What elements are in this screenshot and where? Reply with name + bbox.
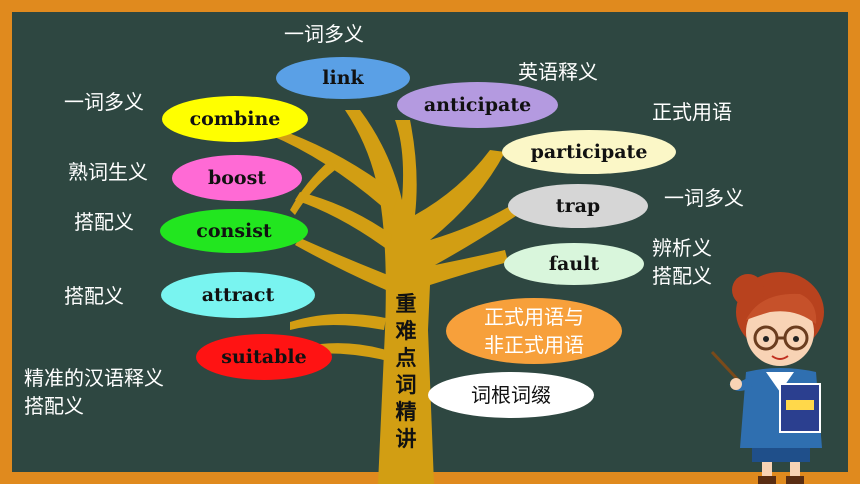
title-char: 讲 (395, 427, 417, 451)
word-consist[interactable]: consist (160, 209, 308, 253)
pointer-stick-icon (710, 350, 742, 384)
note-combine: 一词多义 (64, 90, 144, 114)
title-char: 词 (395, 373, 417, 397)
word-fault[interactable]: fault (504, 243, 644, 285)
oval-roots-affixes[interactable]: 词根词缀 (428, 372, 594, 418)
word-boost[interactable]: boost (172, 155, 302, 201)
oval-formal-informal[interactable]: 正式用语与 非正式用语 (446, 298, 622, 364)
title-char: 难 (395, 319, 417, 343)
word-trap[interactable]: trap (508, 184, 648, 228)
word-attract[interactable]: attract (161, 272, 315, 318)
word-participate[interactable]: participate (502, 130, 676, 174)
note-anticipate: 英语释义 (518, 60, 598, 84)
word-link[interactable]: link (276, 57, 410, 99)
word-suitable[interactable]: suitable (196, 334, 332, 380)
note-participate: 正式用语 (652, 100, 732, 124)
note-suitable: 精准的汉语释义 搭配义 (24, 366, 164, 418)
teacher-illustration (710, 272, 824, 484)
note-fault: 辨析义 搭配义 (652, 236, 712, 288)
word-combine[interactable]: combine (162, 96, 308, 142)
title-char: 点 (395, 346, 417, 370)
word-anticipate[interactable]: anticipate (397, 82, 558, 128)
note-consist: 搭配义 (74, 210, 134, 234)
note-boost: 熟词生义 (68, 160, 148, 184)
title-char: 精 (395, 400, 417, 424)
vertical-title: 重 难 点 词 精 讲 (391, 291, 421, 453)
note-link: 一词多义 (284, 22, 364, 46)
title-char: 重 (395, 292, 417, 316)
note-attract: 搭配义 (64, 284, 124, 308)
note-trap: 一词多义 (664, 186, 744, 210)
